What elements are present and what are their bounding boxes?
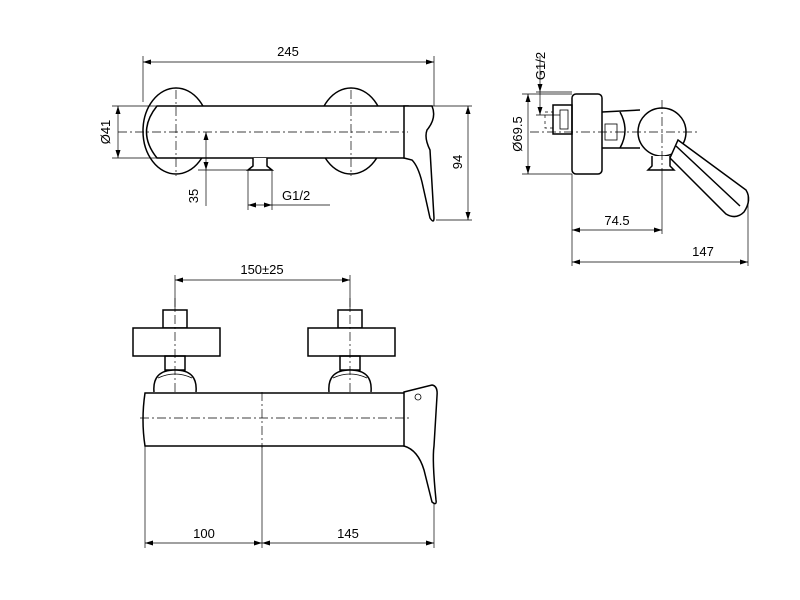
front-inlet-centres-label: 150±25: [240, 262, 283, 277]
dimension-arrow: [254, 540, 262, 546]
dimension-arrow: [203, 162, 209, 170]
side-escutcheon-diameter-label: Ø69.5: [510, 116, 525, 151]
top-body-diameter-label: Ø41: [98, 120, 113, 145]
dimension-arrow: [654, 227, 662, 233]
dimension-arrow: [145, 540, 153, 546]
front-left-escutcheon: [132, 327, 221, 357]
top-view: 245 Ø41 35 G1/2 94: [98, 44, 472, 222]
front-right-span-label: 145: [337, 526, 359, 541]
dimension-arrow: [465, 106, 471, 114]
side-escutcheon: [571, 93, 603, 175]
side-overall-depth-label: 147: [692, 244, 714, 259]
dimension-arrow: [525, 166, 531, 174]
dimension-arrow: [342, 277, 350, 283]
side-lever-edge: [675, 145, 741, 207]
dimension-arrow: [264, 202, 272, 208]
dimension-arrow: [426, 540, 434, 546]
dimension-arrow: [740, 259, 748, 265]
dimension-arrow: [537, 84, 543, 92]
top-overall-width-label: 245: [277, 44, 299, 59]
top-outlet-thread-label: G1/2: [282, 188, 310, 203]
side-neck-curve: [619, 111, 626, 149]
front-lever-handle: [403, 384, 438, 505]
dimension-arrow: [248, 202, 256, 208]
front-right-escutcheon: [307, 327, 396, 357]
side-neck: [601, 109, 641, 149]
dimension-arrow: [143, 59, 151, 65]
front-left-span-label: 100: [193, 526, 215, 541]
side-inlet-thread-label: G1/2: [533, 52, 548, 80]
top-outlet: [245, 158, 275, 171]
dimension-arrow: [203, 132, 209, 140]
side-outlet: [646, 156, 676, 171]
dimension-arrow: [572, 227, 580, 233]
front-lever-indicator: [414, 393, 422, 401]
dimension-arrow: [115, 106, 121, 114]
dimension-arrow: [525, 94, 531, 102]
front-mixer-body: [142, 392, 409, 447]
side-inlet-thread: [559, 109, 569, 130]
side-view: G1/2 Ø69.5 74.5 147: [510, 52, 750, 266]
dimension-arrow: [537, 107, 543, 115]
dimension-arrow: [465, 212, 471, 220]
dimension-arrow: [175, 277, 183, 283]
side-axis-depth-label: 74.5: [604, 213, 629, 228]
side-inlet-connector: [552, 104, 573, 135]
top-outlet-offset-label: 35: [186, 189, 201, 203]
dimension-arrow: [426, 59, 434, 65]
side-inlet-hidden-pipe: [544, 111, 554, 129]
dimension-arrow: [262, 540, 270, 546]
top-lever-handle: [403, 105, 435, 222]
dimension-arrow: [115, 150, 121, 158]
top-height-label: 94: [450, 155, 465, 169]
dimension-arrow: [572, 259, 580, 265]
front-view: 150±25 100 145: [132, 262, 438, 548]
